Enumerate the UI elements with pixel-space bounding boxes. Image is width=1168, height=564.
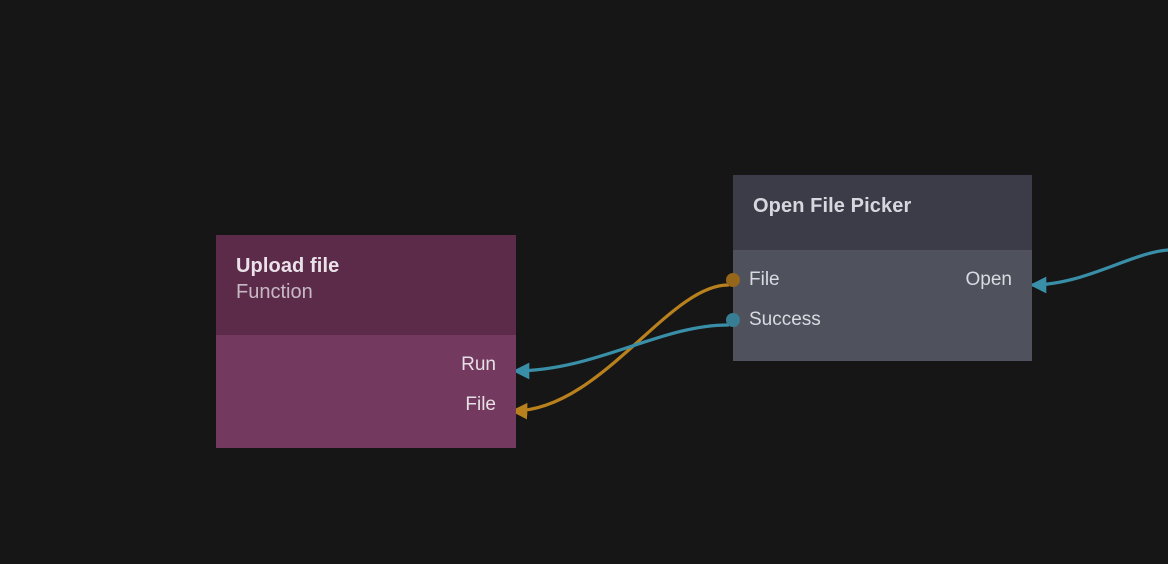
port-row-file-in[interactable]: File Open (726, 260, 1032, 300)
node-open-file-picker-header[interactable]: Open File Picker (733, 175, 1032, 250)
edge-success-to-run[interactable] (512, 323, 730, 380)
edge-file-to-file[interactable] (510, 283, 730, 420)
node-upload-file-header[interactable]: Upload file Function (216, 235, 516, 335)
node-open-file-picker[interactable]: Open File Picker File Open Success (726, 175, 1032, 361)
port-label-file-out: File (465, 394, 496, 415)
port-dot-success-in[interactable] (726, 313, 740, 327)
port-label-open-out: Open (965, 269, 1012, 290)
node-upload-file[interactable]: Upload file Function Run File (216, 235, 516, 448)
port-row-file-out[interactable]: File (216, 385, 516, 425)
node-upload-file-title: Upload file (236, 255, 340, 277)
port-label-file-in: File (749, 269, 780, 290)
port-label-run: Run (461, 354, 496, 375)
port-row-run[interactable]: Run (216, 345, 516, 385)
node-upload-file-subtitle: Function (236, 281, 313, 303)
node-open-file-picker-body: File Open Success (726, 250, 1032, 361)
port-label-success-in: Success (749, 309, 821, 330)
port-row-success-in[interactable]: Success (726, 300, 1032, 340)
node-open-file-picker-title: Open File Picker (753, 195, 912, 217)
node-upload-file-body: Run File (216, 335, 516, 448)
edge-incoming-to-open[interactable] (1029, 248, 1168, 294)
port-dot-file-in[interactable] (726, 273, 740, 287)
